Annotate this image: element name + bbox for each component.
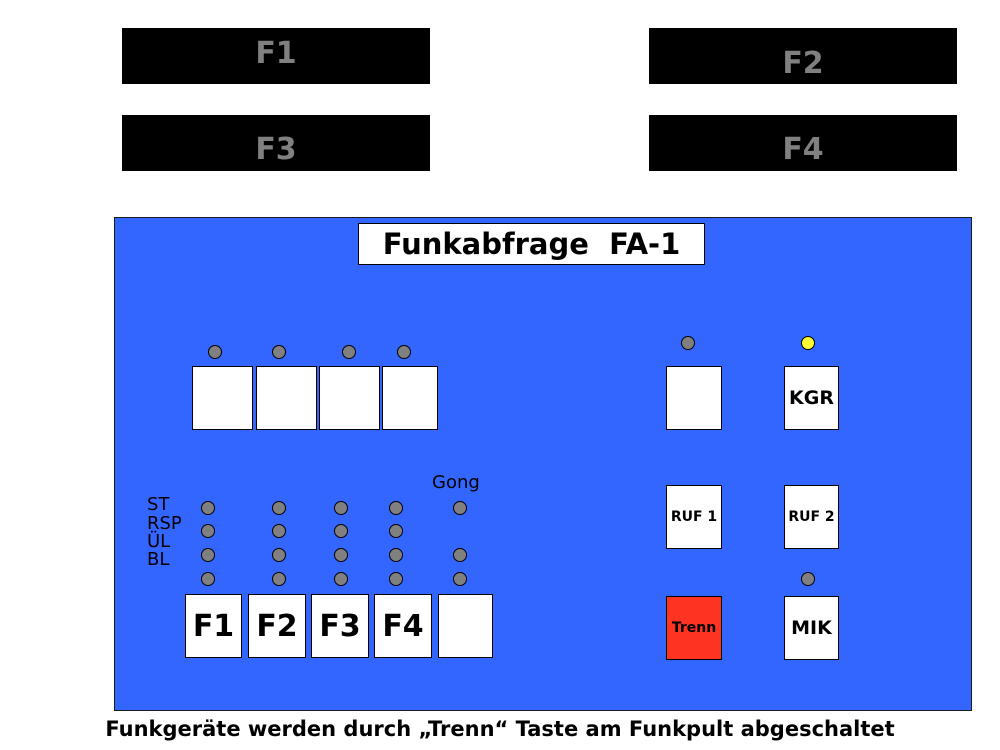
- f2-ul-led: [272, 548, 286, 562]
- f1-rsp-led: [201, 524, 215, 538]
- footer-caption: Funkgeräte werden durch „Trenn“ Taste am…: [105, 717, 895, 741]
- upper-led-3: [342, 345, 356, 359]
- f1-st-led: [201, 501, 215, 515]
- display-f4: F4: [649, 115, 957, 171]
- blank-right-key[interactable]: [666, 366, 722, 430]
- kgr-led: [801, 336, 815, 350]
- gong-label: Gong: [432, 472, 480, 493]
- mik-button[interactable]: MIK: [784, 596, 839, 660]
- panel-title: Funkabfrage FA-1: [358, 223, 705, 265]
- status-label-st: ST: [147, 494, 170, 515]
- upper-key-3[interactable]: [319, 366, 380, 430]
- f3-ul-led: [334, 548, 348, 562]
- gong-key[interactable]: [438, 594, 493, 658]
- ruf2-button[interactable]: RUF 2: [784, 485, 839, 549]
- trenn-button[interactable]: Trenn: [666, 596, 722, 660]
- channel-key-f3[interactable]: F3: [311, 594, 369, 658]
- gong-ul-led: [453, 548, 467, 562]
- f2-bl-led: [272, 572, 286, 586]
- upper-led-2: [272, 345, 286, 359]
- display-f2: F2: [649, 28, 957, 84]
- control-panel: [114, 217, 972, 711]
- f3-st-led: [334, 501, 348, 515]
- upper-led-1: [208, 345, 222, 359]
- kgr-button[interactable]: KGR: [784, 366, 839, 430]
- channel-key-f4[interactable]: F4: [374, 594, 432, 658]
- channel-key-f2[interactable]: F2: [248, 594, 306, 658]
- channel-key-f1[interactable]: F1: [185, 594, 242, 658]
- display-f3: F3: [122, 115, 430, 171]
- upper-key-1[interactable]: [192, 366, 253, 430]
- f1-bl-led: [201, 572, 215, 586]
- f4-rsp-led: [389, 524, 403, 538]
- gong-bl-led: [453, 572, 467, 586]
- f3-bl-led: [334, 572, 348, 586]
- ruf1-button[interactable]: RUF 1: [666, 485, 722, 549]
- upper-key-2[interactable]: [256, 366, 317, 430]
- mik-led: [801, 572, 815, 586]
- f2-st-led: [272, 501, 286, 515]
- f4-st-led: [389, 501, 403, 515]
- status-label-ul: ÜL: [147, 531, 171, 552]
- f2-rsp-led: [272, 524, 286, 538]
- f1-ul-led: [201, 548, 215, 562]
- status-label-bl: BL: [147, 549, 170, 570]
- f3-rsp-led: [334, 524, 348, 538]
- gong-led: [453, 501, 467, 515]
- f4-bl-led: [389, 572, 403, 586]
- f4-ul-led: [389, 548, 403, 562]
- blank-key-led: [681, 336, 695, 350]
- status-label-rsp: RSP: [147, 513, 182, 534]
- upper-led-4: [397, 345, 411, 359]
- display-f1: F1: [122, 28, 430, 84]
- upper-key-4[interactable]: [382, 366, 438, 430]
